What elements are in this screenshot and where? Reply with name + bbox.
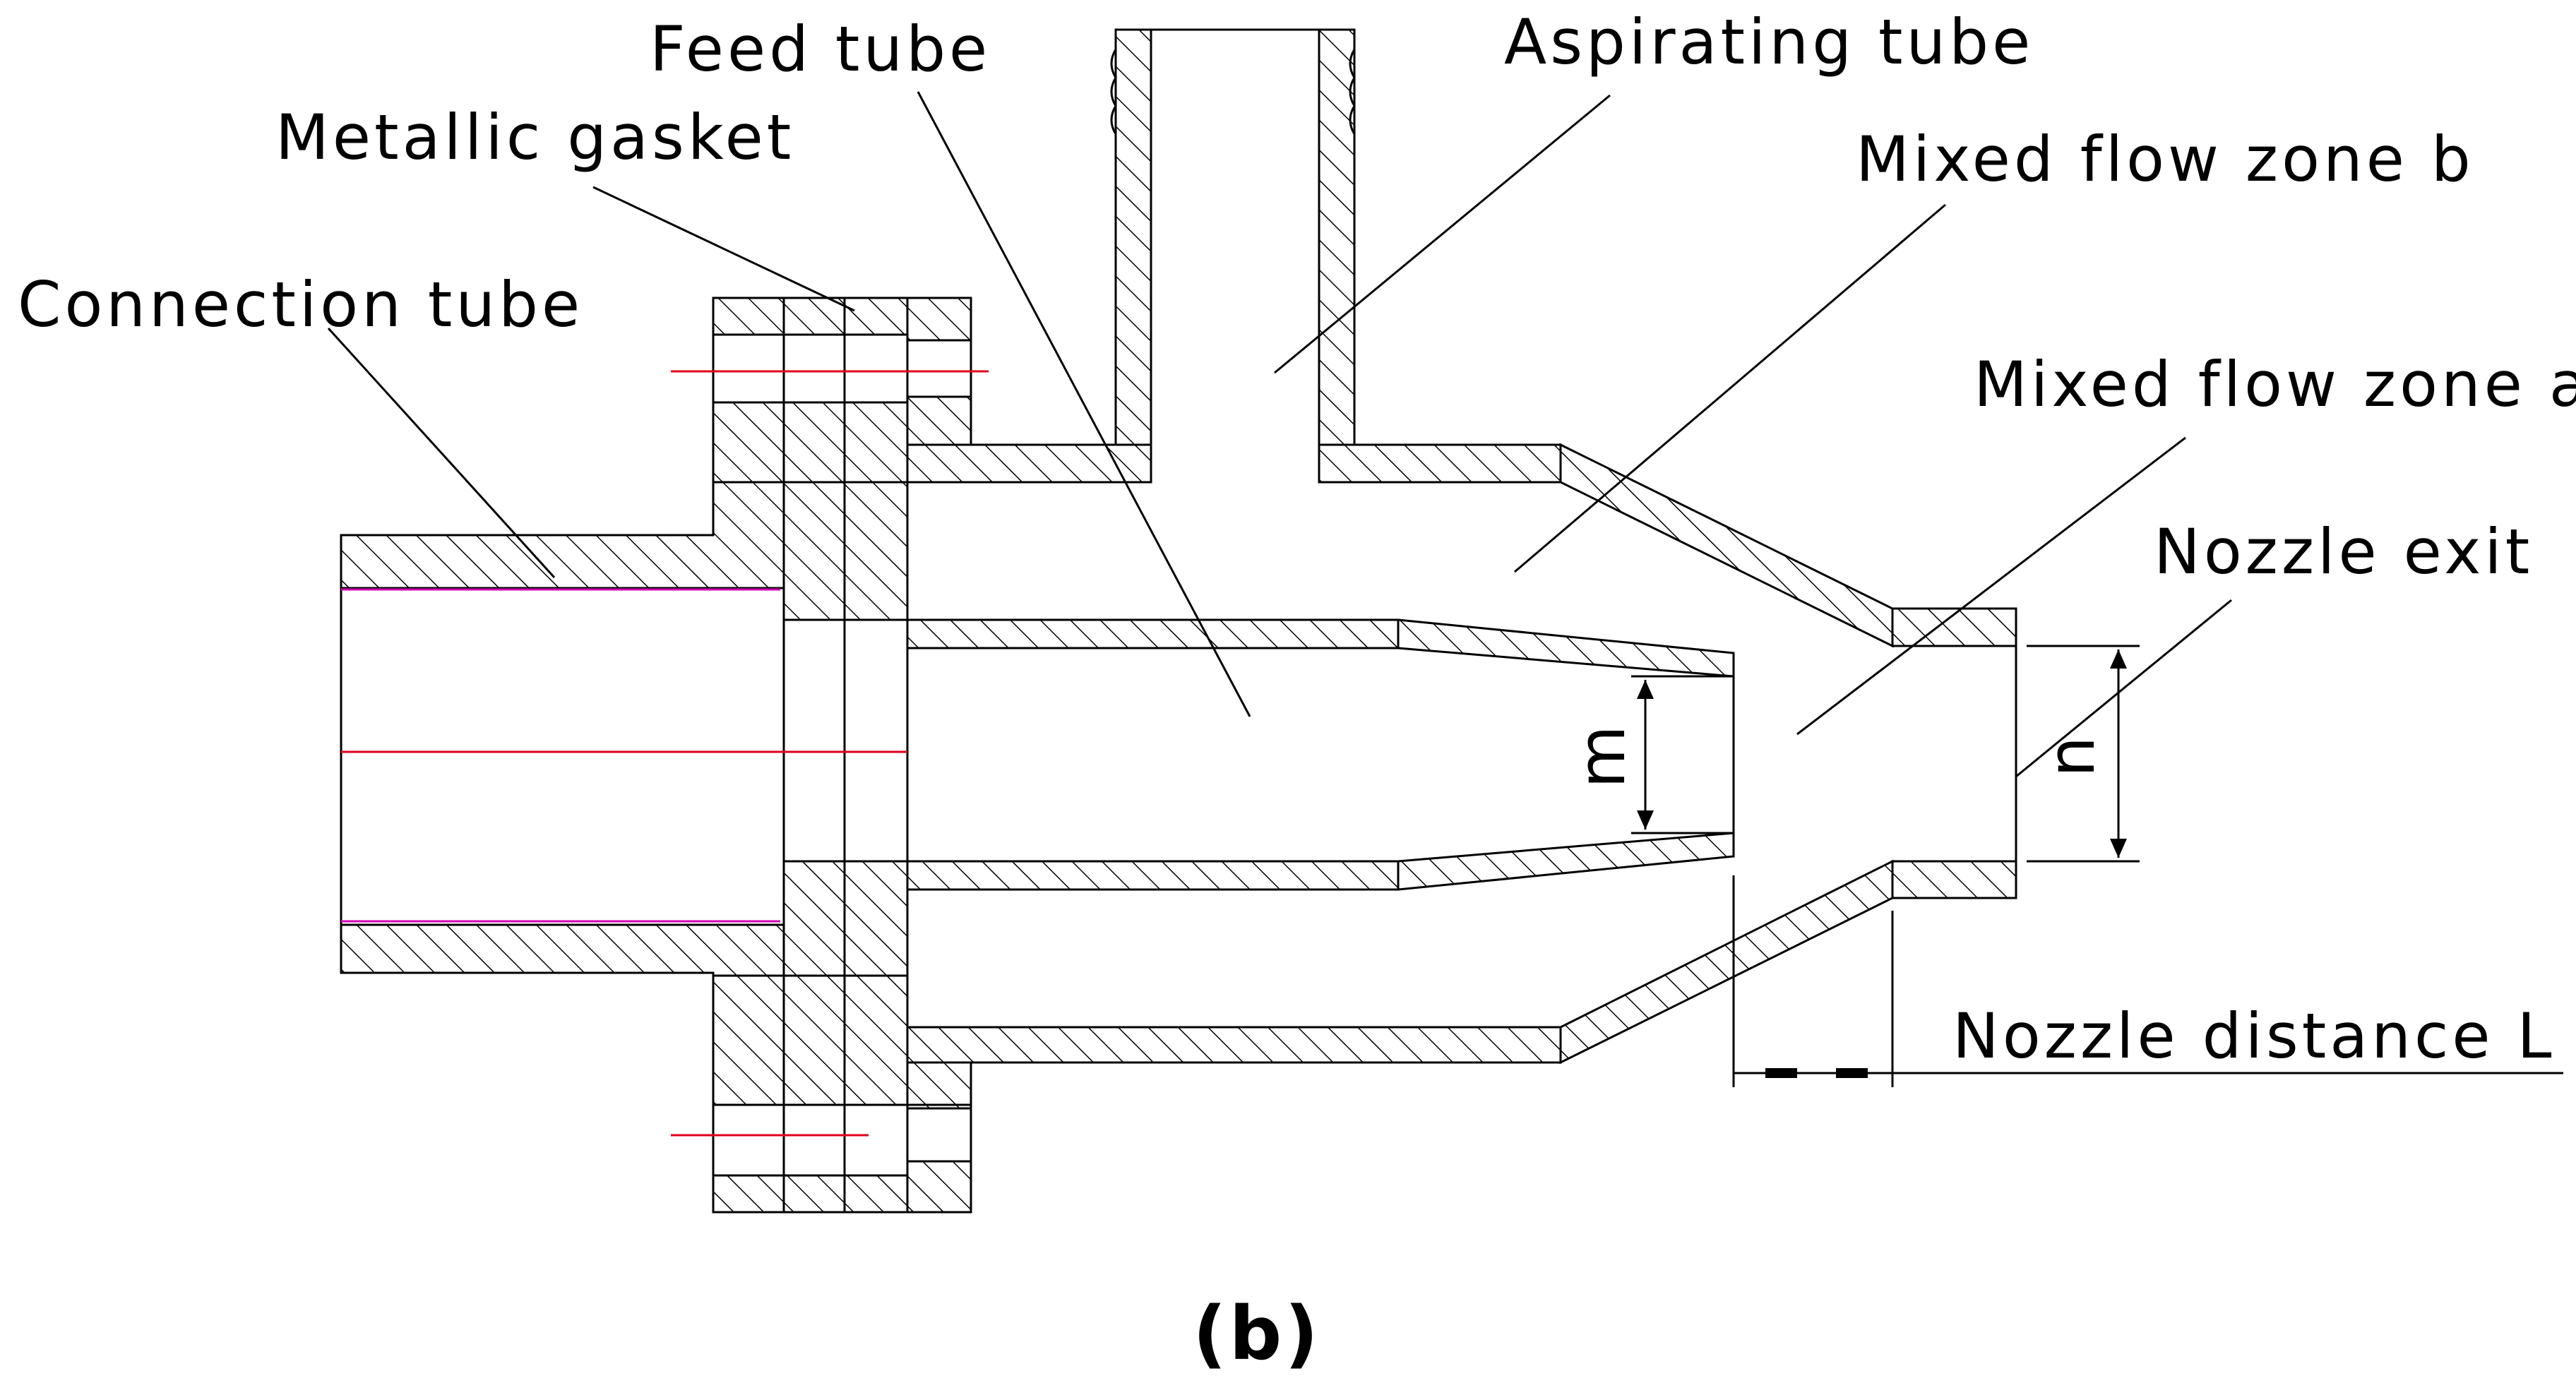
connection-tube xyxy=(340,481,785,977)
feed-tube-upper-taper xyxy=(1397,618,1735,678)
nozzle-exit-lower-lip xyxy=(1891,860,2017,899)
connection-tube-upper-wall xyxy=(340,481,785,589)
flange-top-bolt-gap xyxy=(712,333,972,404)
aspirating-tube-thread-right xyxy=(1349,49,1356,135)
dimension-l-mark-right xyxy=(1836,1068,1868,1078)
upper-wall-left xyxy=(906,443,1152,484)
flange-right-ring-top-lower xyxy=(906,395,972,446)
flange-right-ring-gap xyxy=(906,339,972,398)
label-feed-tube: Feed tube xyxy=(650,13,991,85)
upper-converging-wall xyxy=(1559,443,1894,648)
label-mixed-flow-zone-a: Mixed flow zone a xyxy=(1974,348,2576,421)
leader-lines xyxy=(327,91,2232,778)
flange-bottom-upper-hatch xyxy=(712,974,909,1106)
leader-feed-tube xyxy=(917,91,1251,717)
lower-wall xyxy=(906,1026,1562,1064)
dimension-m-label: m xyxy=(1564,725,1640,789)
dimension-n-label: n xyxy=(2034,736,2109,777)
dimension-n: n xyxy=(2027,645,2140,863)
feed-tube-upper-wall xyxy=(906,618,1400,649)
leader-mixed-flow-zone-b xyxy=(1514,203,1946,573)
leader-mixed-flow-zone-a xyxy=(1796,436,2186,736)
label-mixed-flow-zone-b: Mixed flow zone b xyxy=(1856,123,2474,196)
dimension-l-mark-left xyxy=(1765,1068,1797,1078)
leader-metallic-gasket xyxy=(592,186,855,312)
label-nozzle-exit: Nozzle exit xyxy=(2154,515,2533,588)
label-aspirating-tube: Aspirating tube xyxy=(1504,6,2034,78)
connection-tube-lower-wall xyxy=(340,923,785,977)
aspirating-tube-thread-left xyxy=(1110,49,1117,135)
flange-right-ring-bottom-upper xyxy=(906,1061,972,1110)
flange-right-ring-bottom xyxy=(906,1160,972,1214)
label-nozzle-distance: Nozzle distance L xyxy=(1952,1000,2556,1072)
flange-right-ring-top xyxy=(906,297,972,342)
aspirating-tube-left-wall xyxy=(1114,28,1152,446)
leader-aspirating-tube xyxy=(1274,94,1611,374)
labels: Feed tube Aspirating tube Metallic gaske… xyxy=(18,6,2576,1377)
feed-tube xyxy=(341,618,1735,891)
label-connection-tube: Connection tube xyxy=(18,268,583,341)
flange-assembly xyxy=(671,297,989,1214)
lower-converging-wall xyxy=(1559,859,1894,1065)
dimension-m: m xyxy=(1564,675,1734,834)
feed-tube-lower-taper xyxy=(1397,832,1735,891)
outer-body xyxy=(906,28,2017,1065)
figure-caption: (b) xyxy=(1193,1291,1321,1377)
leader-nozzle-exit xyxy=(2015,599,2232,778)
leader-connection-tube xyxy=(327,327,556,579)
label-metallic-gasket: Metallic gasket xyxy=(275,101,794,174)
feed-tube-lower-wall xyxy=(906,860,1400,891)
upper-wall-right xyxy=(1318,443,1562,484)
dimension-l xyxy=(1732,875,2563,1087)
